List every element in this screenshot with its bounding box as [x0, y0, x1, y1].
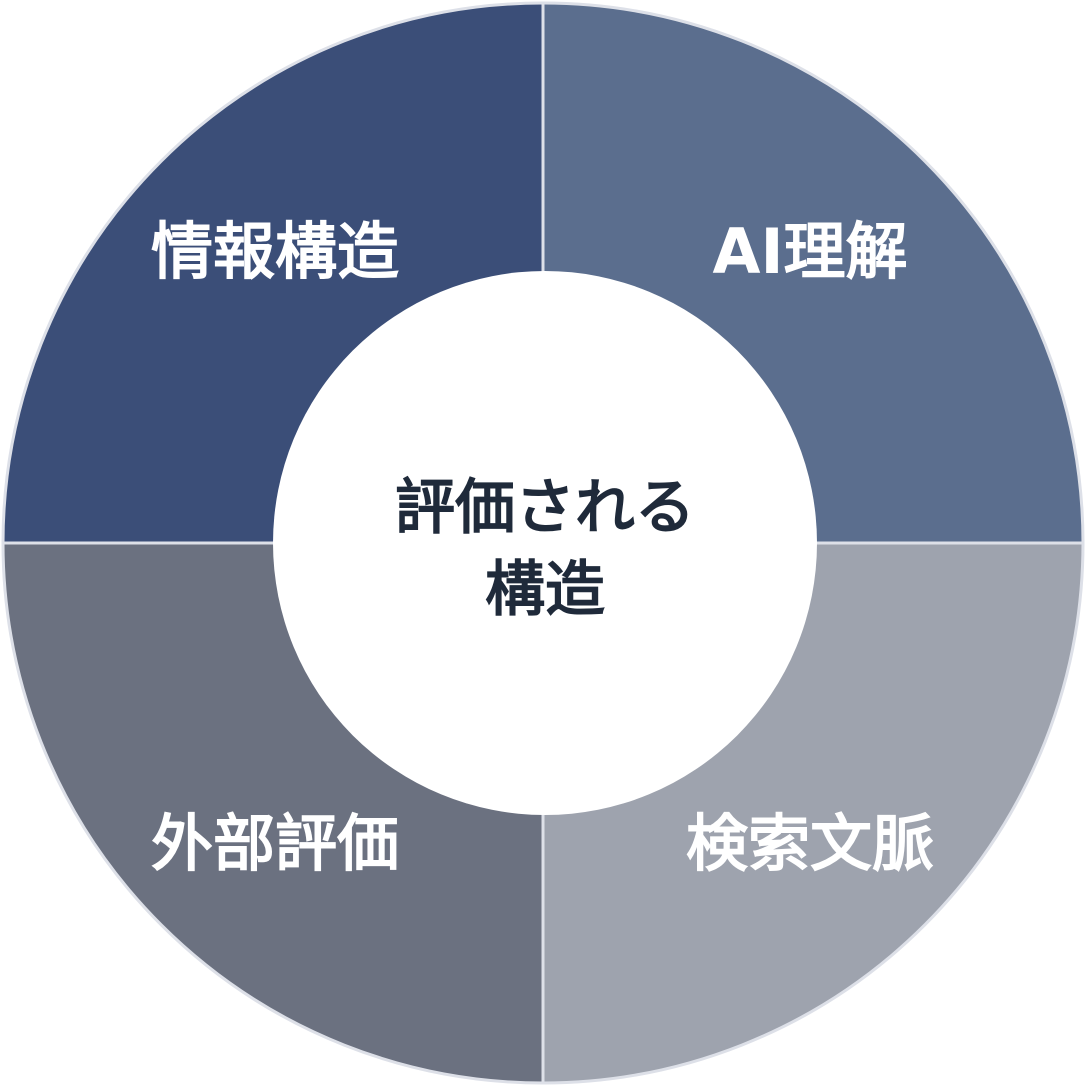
segment-label: 外部評価 [151, 807, 399, 880]
segment-label: 検索文脈 [686, 807, 934, 880]
center-label-line2: 構造 [485, 555, 605, 625]
segment-label: 情報構造 [151, 215, 399, 288]
center-circle [273, 271, 817, 815]
center-label-line1: 評価される [395, 473, 695, 543]
segment-label: AI理解 [712, 215, 907, 288]
